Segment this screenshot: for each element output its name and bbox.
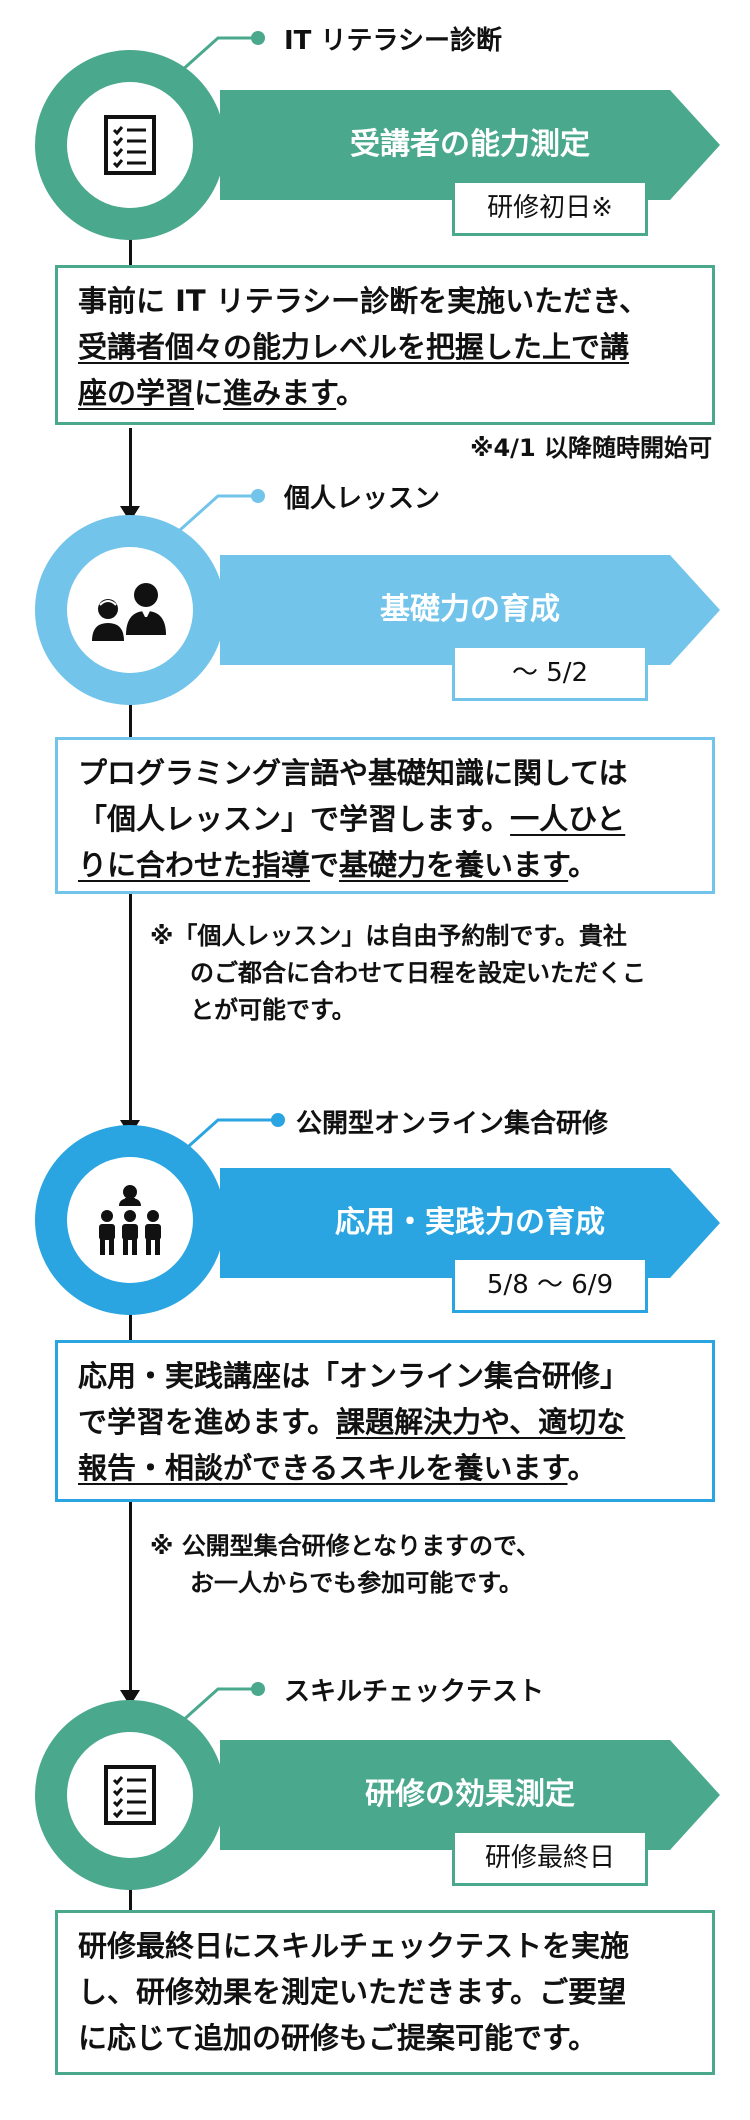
stage-label: IT リテラシー診断	[284, 26, 502, 56]
schedule-tag: 5/8 〜 6/9	[452, 1257, 648, 1313]
underlined-phrase: りに合わせた指導	[78, 848, 311, 882]
participation-note: ※ 公開型集合研修となりますので、 お一人からでも参加可能です。	[150, 1528, 540, 1602]
checklist-icon	[104, 115, 156, 175]
leader-line	[178, 1108, 288, 1156]
text-segment: 応用・実践講座は「オンライン集合研修」	[78, 1359, 630, 1393]
connector-line-6	[129, 1497, 132, 1692]
text-segment: 。	[568, 848, 598, 882]
group-training-icon	[99, 1185, 161, 1255]
description-box: プログラミング言語や基礎知識に関しては 「個人レッスン」で学習します。一人ひと …	[55, 737, 715, 894]
banner: 受講者の能力測定	[220, 90, 720, 200]
description-line: 事前に IT リテラシー診断を実施いただき、	[78, 278, 692, 324]
note-line: ※「個人レッスン」は自由予約制です。貴社	[150, 922, 627, 950]
underlined-phrase: 報告・相談ができるスキルを養います	[78, 1451, 568, 1485]
description-box: 研修最終日にスキルチェックテストを実施 し、研修効果を測定いただきます。ご要望 …	[55, 1910, 715, 2075]
description-line: プログラミング言語や基礎知識に関しては	[78, 750, 692, 796]
description-line: 報告・相談ができるスキルを養います。	[78, 1445, 692, 1491]
stage-label: 公開型オンライン集合研修	[296, 1109, 609, 1139]
text-segment: 。	[567, 1451, 597, 1485]
description-line: に応じて追加の研修もご提案可能です。	[78, 2015, 692, 2061]
note-line: ※ 公開型集合研修となりますので、	[150, 1532, 541, 1560]
description-line: し、研修効果を測定いただきます。ご要望	[78, 1969, 692, 2015]
description-box: 応用・実践講座は「オンライン集合研修」 で学習を進めます。課題解決力や、適切な …	[55, 1340, 715, 1502]
banner: 基礎力の育成	[220, 555, 720, 665]
banner-title: 応用・実践力の育成	[335, 1205, 605, 1240]
underlined-phrase: 基礎力を養います	[339, 848, 569, 882]
text-segment: し、研修効果を測定いただきます。ご要望	[78, 1975, 627, 2009]
description-line: 応用・実践講座は「オンライン集合研修」	[78, 1353, 692, 1399]
connector-line-1	[129, 220, 132, 270]
schedule-tag: 研修最終日	[452, 1830, 648, 1886]
text-segment: プログラミング言語や基礎知識に関しては	[78, 756, 628, 790]
text-segment: で	[310, 848, 340, 882]
leader-line	[178, 484, 268, 532]
description-line: 受講者個々の能力レベルを把握した上で講	[78, 324, 692, 370]
connector-line-7	[129, 1870, 132, 1910]
text-segment: に	[194, 376, 224, 410]
availability-note: ※4/1 以降随時開始可	[470, 434, 712, 462]
description-line: 座の学習に進みます。	[78, 370, 692, 416]
text-segment: 研修最終日にスキルチェックテストを実施	[78, 1929, 630, 1963]
stage-label: 個人レッスン	[284, 484, 441, 514]
description-box: 事前に IT リテラシー診断を実施いただき、 受講者個々の能力レベルを把握した上…	[55, 265, 715, 425]
leader-line	[178, 26, 268, 74]
text-segment: で学習を進めます。	[78, 1405, 337, 1439]
banner: 応用・実践力の育成	[220, 1168, 720, 1278]
text-segment: 「個人レッスン」で学習します。	[78, 802, 511, 836]
note-line: とが可能です。	[190, 996, 356, 1024]
stage-label: スキルチェックテスト	[284, 1677, 545, 1707]
connector-line-5	[129, 1305, 132, 1340]
stage-circle	[35, 50, 225, 240]
description-line: りに合わせた指導で基礎力を養います。	[78, 842, 692, 888]
stage-circle	[35, 1125, 225, 1315]
reservation-note: ※「個人レッスン」は自由予約制です。貴社 のご都合に合わせて日程を設定いただくこ…	[150, 918, 646, 1029]
description-line: で学習を進めます。課題解決力や、適切な	[78, 1399, 692, 1445]
text-segment: 。	[336, 376, 366, 410]
stage-circle	[35, 1700, 225, 1890]
banner-title: 基礎力の育成	[380, 592, 560, 627]
underlined-phrase: 課題解決力や、適切な	[336, 1405, 626, 1439]
banner-title: 研修の効果測定	[365, 1777, 575, 1812]
description-line: 研修最終日にスキルチェックテストを実施	[78, 1923, 692, 1969]
schedule-tag: 研修初日※	[452, 180, 648, 236]
text-segment: 事前に IT リテラシー診断を実施いただき、	[78, 284, 649, 318]
connector-line-4	[129, 890, 132, 1122]
underlined-phrase: 受講者個々の能力レベルを把握した上で講	[78, 330, 630, 364]
connector-line-2	[129, 428, 132, 508]
connector-line-3	[129, 700, 132, 740]
schedule-tag: 〜 5/2	[452, 645, 648, 701]
leader-line	[178, 1677, 268, 1725]
banner-title: 受講者の能力測定	[350, 127, 590, 162]
underlined-phrase: 進みます	[223, 376, 337, 410]
underlined-phrase: 座の学習	[78, 376, 195, 410]
stage-circle	[35, 515, 225, 705]
note-line: のご都合に合わせて日程を設定いただくこ	[190, 959, 646, 987]
description-line: 「個人レッスン」で学習します。一人ひと	[78, 796, 692, 842]
underlined-phrase: 一人ひと	[510, 802, 626, 836]
checklist-icon	[104, 1765, 156, 1825]
teacher-student-icon	[92, 583, 166, 641]
banner: 研修の効果測定	[220, 1740, 720, 1850]
note-line: お一人からでも参加可能です。	[190, 1569, 523, 1597]
text-segment: に応じて追加の研修もご提案可能です。	[78, 2021, 598, 2055]
